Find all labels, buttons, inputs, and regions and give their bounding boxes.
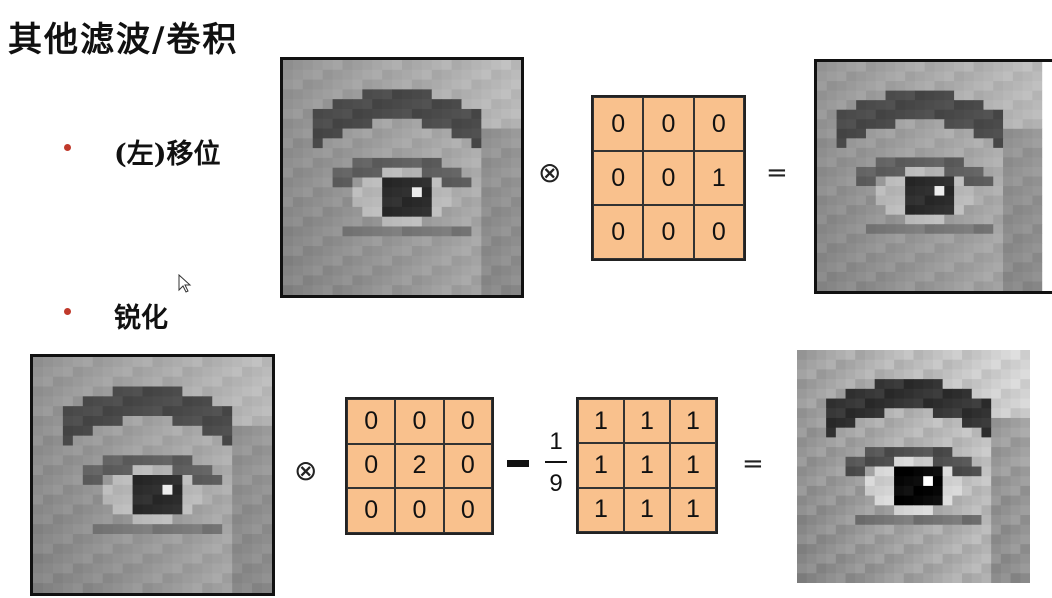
kernel-cell: 0 [643,151,694,205]
kernel-cell: 0 [443,399,492,444]
kernel-cell: 0 [593,151,644,205]
kernel-cell: 1 [578,487,624,532]
kernel-cell: 0 [593,205,644,259]
eye-image-shifted-result [814,59,1052,294]
kernel-cell: 0 [347,399,396,444]
box-kernel-matrix: 1 1 1 1 1 1 1 1 1 [576,397,718,534]
kernel-cell: 2 [395,443,444,489]
kernel-cell: 0 [395,399,444,444]
fraction-numerator: 1 [549,428,563,455]
kernel-cell: 1 [578,443,624,488]
bullet-label-sharpen: 锐化 [114,303,168,334]
kernel-cell: 0 [643,205,694,259]
minus-sign [507,460,529,467]
kernel-cell: 0 [347,488,396,533]
shift-kernel-matrix: 0 0 0 0 0 1 0 0 0 [591,95,746,261]
kernel-cell: 0 [693,205,744,259]
kernel-cell: 1 [624,399,670,444]
eye-image-original-top [280,57,524,298]
fraction-denominator: 9 [549,470,563,497]
sharpen-kernel-matrix: 0 0 0 0 2 0 0 0 0 [345,397,494,535]
mouse-cursor-icon [178,274,192,293]
kernel-cell: 1 [670,399,716,444]
equals-sign: = [766,158,788,188]
kernel-cell: 1 [670,487,716,532]
kernel-cell: 0 [443,488,492,533]
kernel-cell: 1 [693,151,744,205]
bullet-dot [64,308,71,315]
kernel-cell: 0 [693,97,744,151]
kernel-cell: 0 [347,443,396,489]
equals-sign: = [742,449,764,479]
fraction-line [545,461,567,463]
kernel-cell: 0 [593,97,644,151]
kernel-cell: 0 [395,488,444,533]
kernel-cell: 1 [670,443,716,488]
convolve-operator-icon: ⊗ [294,454,318,487]
bullet-dot [64,144,71,151]
kernel-cell: 1 [624,487,670,532]
convolve-operator-icon: ⊗ [538,156,562,189]
kernel-cell: 1 [578,399,624,444]
eye-image-original-bottom [30,354,275,596]
kernel-cell: 1 [624,443,670,488]
kernel-cell: 0 [643,97,694,151]
kernel-cell: 0 [443,443,492,489]
eye-image-sharpened-result [797,350,1030,583]
bullet-label-shift: (左)移位 [114,139,221,170]
slide-title: 其他滤波/卷积 [8,20,239,60]
